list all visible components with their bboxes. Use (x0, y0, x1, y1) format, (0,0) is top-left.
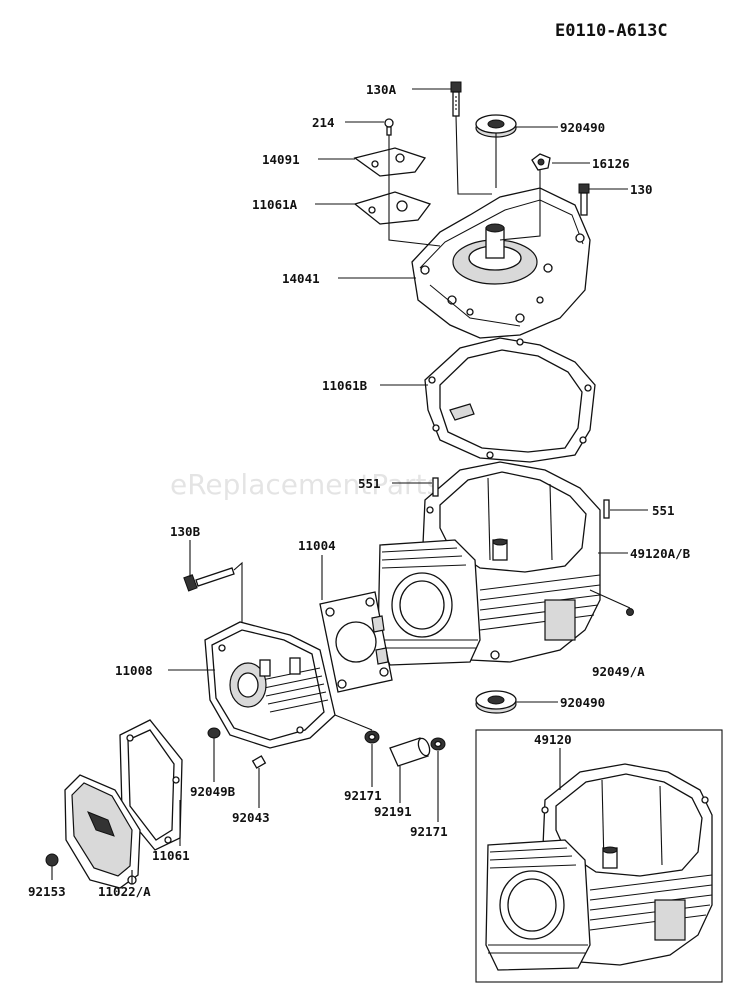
part-92049B-plug[interactable] (207, 727, 221, 739)
label-16126[interactable]: 16126 (592, 156, 630, 171)
part-130-bolt[interactable] (578, 183, 590, 216)
part-214-pin[interactable] (384, 118, 394, 136)
label-49120AB[interactable]: 49120A/B (630, 546, 691, 561)
label-551-left[interactable]: 551 (358, 476, 381, 491)
label-11008[interactable]: 11008 (115, 663, 153, 678)
label-92191[interactable]: 92191 (374, 804, 412, 819)
part-920490-oil-seal-top[interactable] (475, 114, 517, 138)
part-92191-pin[interactable] (389, 737, 432, 767)
label-92049A[interactable]: 92049/A (592, 664, 645, 679)
part-11061A-gasket[interactable] (353, 191, 432, 225)
label-11061B[interactable]: 11061B (322, 378, 368, 393)
part-551-pin-right[interactable] (603, 499, 610, 519)
part-49120AB-cylinder-block[interactable] (377, 461, 601, 666)
part-14041-crankcase-cover[interactable] (411, 187, 591, 339)
part-49120-cylinder-block-inset[interactable] (485, 763, 713, 971)
part-920490-oil-seal-bottom[interactable] (475, 690, 517, 714)
label-49120-inset[interactable]: 49120 (534, 732, 572, 747)
part-92153-bolt[interactable] (45, 853, 59, 867)
label-92153[interactable]: 92153 (28, 884, 66, 899)
label-14091[interactable]: 14091 (262, 152, 300, 167)
label-214[interactable]: 214 (312, 115, 335, 130)
part-130B-bolt[interactable] (183, 567, 235, 592)
part-551-pin-left[interactable] (432, 477, 439, 497)
label-130B[interactable]: 130B (170, 524, 201, 539)
part-11004-head-gasket[interactable] (319, 591, 393, 693)
label-130A[interactable]: 130A (366, 82, 397, 97)
label-14041[interactable]: 14041 (282, 271, 320, 286)
part-130A-bolt[interactable] (450, 81, 462, 117)
part-11022A-valve-cover[interactable] (64, 774, 141, 889)
part-16126-nut[interactable] (531, 153, 551, 171)
label-920490-top[interactable]: 920490 (560, 120, 605, 135)
label-92049B[interactable]: 92049B (190, 784, 236, 799)
label-11022A[interactable]: 11022/A (98, 884, 151, 899)
part-92171-clip-right[interactable] (430, 737, 446, 751)
part-92171-clip-left[interactable] (364, 730, 380, 744)
label-11004[interactable]: 11004 (298, 538, 336, 553)
part-11061B-gasket[interactable] (424, 337, 596, 463)
label-11061[interactable]: 11061 (152, 848, 190, 863)
label-551-right[interactable]: 551 (652, 503, 675, 518)
label-130[interactable]: 130 (630, 182, 653, 197)
part-11008-cylinder-head[interactable] (204, 621, 336, 749)
diagram-code: E0110-A613C (555, 21, 668, 41)
inset-49120: 49120 (475, 729, 723, 983)
label-92171-right[interactable]: 92171 (410, 824, 448, 839)
label-92171-left[interactable]: 92171 (344, 788, 382, 803)
part-92049A-plug[interactable] (626, 608, 634, 616)
part-14091-plate[interactable] (353, 147, 427, 177)
label-92043[interactable]: 92043 (232, 810, 270, 825)
part-92043-stud[interactable] (251, 755, 267, 769)
label-920490-bottom[interactable]: 920490 (560, 695, 605, 710)
label-11061A[interactable]: 11061A (252, 197, 298, 212)
